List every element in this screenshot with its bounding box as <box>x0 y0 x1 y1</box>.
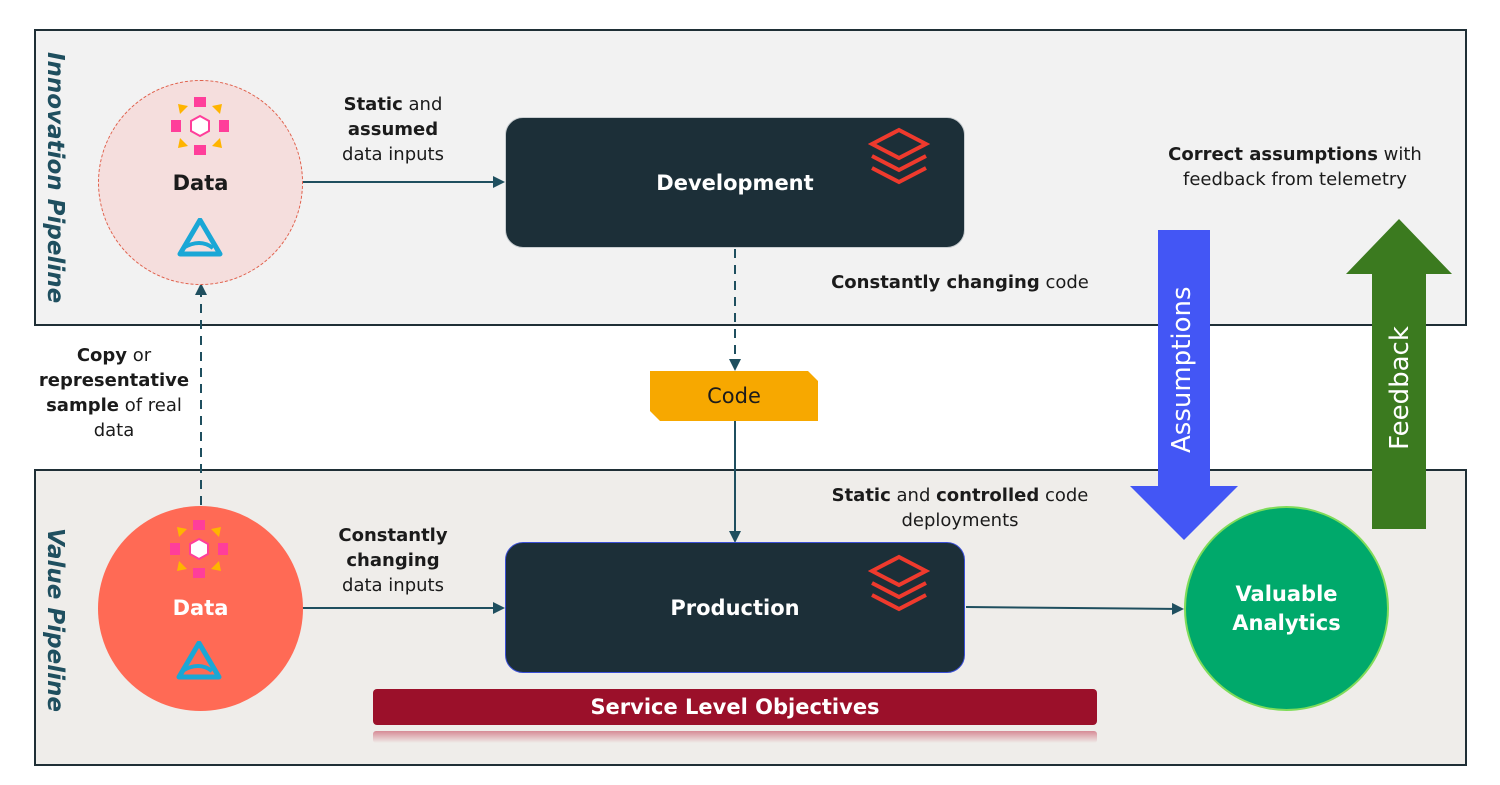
service-level-objectives-bar: Service Level Objectives <box>373 689 1097 725</box>
static-assumed-annotation: Static and assumed data inputs <box>342 94 444 165</box>
feedback-label: Feedback <box>1385 326 1415 450</box>
dev-data-label: Data <box>172 171 229 195</box>
constantly-changing-data-annotation: Constantly changing data inputs <box>338 525 448 596</box>
assumptions-label: Assumptions <box>1167 286 1197 453</box>
code-label: Code <box>707 384 761 408</box>
feedback-arrow <box>1346 219 1452 529</box>
data-ring-icon <box>170 520 228 578</box>
production-label: Production <box>670 595 800 620</box>
code-node: Code <box>650 371 818 421</box>
data-ring-icon <box>171 97 229 155</box>
delta-lake-icon <box>176 641 222 680</box>
databricks-layers-icon <box>868 127 930 185</box>
analytics-label: Valuable Analytics <box>1232 581 1341 635</box>
slo-reflection <box>373 731 1097 743</box>
delta-lake-icon <box>177 218 223 257</box>
prod-data-label: Data <box>172 596 229 620</box>
correct-assumptions-annotation: Correct assumptions with feedback from t… <box>1168 144 1422 190</box>
assumptions-arrow <box>1130 230 1238 540</box>
production-to-analytics-arrow <box>965 602 1184 615</box>
slo-label: Service Level Objectives <box>590 695 880 719</box>
prod-data-node: Data <box>98 506 303 711</box>
dev-data-node: Data <box>98 80 303 285</box>
static-controlled-annotation: Static and controlled code deployments <box>831 485 1089 531</box>
development-node: Development <box>505 117 965 248</box>
development-label: Development <box>656 170 814 195</box>
valuable-analytics-node: Valuable Analytics <box>1184 506 1389 711</box>
databricks-layers-icon <box>868 554 930 612</box>
copy-sample-annotation: Copy or representative sample of real da… <box>38 345 190 441</box>
constantly-changing-code-annotation: Constantly changing code <box>831 272 1089 293</box>
